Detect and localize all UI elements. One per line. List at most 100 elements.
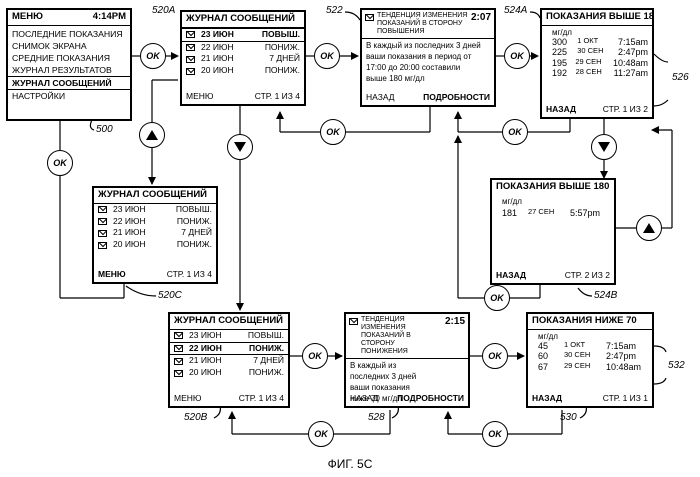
above-b-title: ПОКАЗАНИЯ ВЫШЕ 180 xyxy=(496,182,609,193)
log-c-menu-softkey[interactable]: МЕНЮ xyxy=(98,270,126,280)
log-a-row[interactable]: 23 ИЮН ПОВЫШ. xyxy=(182,28,304,42)
envelope-icon xyxy=(98,242,107,249)
menu-item-message-log[interactable]: ЖУРНАЛ СООБЩЕНИЙ xyxy=(8,76,130,90)
ok-button[interactable]: OK xyxy=(308,421,334,447)
ok-button[interactable]: OK xyxy=(482,343,508,369)
below-page-indicator: СТР. 1 ИЗ 1 xyxy=(603,394,648,404)
above-a-title: ПОКАЗАНИЯ ВЫШЕ 180 xyxy=(546,12,654,23)
menu-item-screenshot[interactable]: СНИМОК ЭКРАНА xyxy=(8,40,130,52)
above-a-back-softkey[interactable]: НАЗАД xyxy=(546,105,576,115)
log-a-row-status: 7 ДНЕЙ xyxy=(269,54,300,64)
log-c-row-status: ПОНИЖ. xyxy=(177,240,212,250)
trend-down-footer: НАЗАД ПОДРОБНОСТИ xyxy=(346,392,468,406)
log-a-row[interactable]: 20 ИЮН ПОНИЖ. xyxy=(182,65,304,77)
above-180-screen-a: ПОКАЗАНИЯ ВЫШЕ 180 мг/дл 300 1 ОКТ 7:15a… xyxy=(540,8,654,119)
down-arrow-button[interactable] xyxy=(591,134,617,160)
below-units: мг/дл xyxy=(528,330,652,341)
log-b-row-date: 21 ИЮН xyxy=(189,356,253,366)
log-a-row-date: 23 ИЮН xyxy=(201,30,262,40)
trend-up-footer: НАЗАД ПОДРОБНОСТИ xyxy=(362,91,494,105)
menu-item-average-readings[interactable]: СРЕДНИЕ ПОКАЗАНИЯ xyxy=(8,52,130,64)
ok-button[interactable]: OK xyxy=(140,43,166,69)
above-b-footer: НАЗАД СТР. 2 ИЗ 2 xyxy=(492,269,614,283)
reading-date: 27 СЕН xyxy=(528,208,570,218)
envelope-icon xyxy=(349,318,358,325)
ok-button[interactable]: OK xyxy=(302,343,328,369)
reading-time: 10:48am xyxy=(606,362,648,372)
ok-button[interactable]: OK xyxy=(320,119,346,145)
up-arrow-button[interactable] xyxy=(636,215,662,241)
main-menu-title: МЕНЮ xyxy=(12,12,43,23)
log-c-row-status: ПОНИЖ. xyxy=(177,217,212,227)
trend-up-screen: ТЕНДЕНЦИЯ ИЗМЕНЕНИЯ ПОКАЗАНИЙ В СТОРОНУ … xyxy=(360,8,496,107)
log-b-row[interactable]: 21 ИЮН 7 ДНЕЙ xyxy=(170,355,288,367)
log-c-row-date: 20 ИЮН xyxy=(113,240,177,250)
reading-time: 11:27am xyxy=(614,68,648,78)
log-c-row[interactable]: 21 ИЮН 7 ДНЕЙ xyxy=(94,227,216,239)
ok-button[interactable]: OK xyxy=(482,421,508,447)
ok-button[interactable]: OK xyxy=(484,285,510,311)
log-a-row-date: 21 ИЮН xyxy=(201,54,269,64)
figure-caption: ФИГ. 5С xyxy=(0,457,700,471)
trend-down-details-softkey[interactable]: ПОДРОБНОСТИ xyxy=(397,394,464,404)
log-a-row[interactable]: 21 ИЮН 7 ДНЕЙ xyxy=(182,53,304,65)
log-b-row[interactable]: 22 ИЮН ПОНИЖ. xyxy=(170,342,288,356)
menu-item-results-log[interactable]: ЖУРНАЛ РЕЗУЛЬТАТОВ xyxy=(8,64,130,76)
log-a-row[interactable]: 22 ИЮН ПОНИЖ. xyxy=(182,42,304,54)
log-a-menu-softkey[interactable]: МЕНЮ xyxy=(186,92,213,102)
menu-item-settings[interactable]: НАСТРОЙКИ xyxy=(8,90,130,102)
ok-button[interactable]: OK xyxy=(47,150,73,176)
envelope-icon xyxy=(186,44,195,51)
log-b-row-date: 22 ИЮН xyxy=(189,344,249,354)
reading-row: 67 29 СЕН 10:48am xyxy=(528,362,652,372)
log-a-row-status: ПОНИЖ. xyxy=(265,43,300,53)
message-log-screen-c: ЖУРНАЛ СООБЩЕНИЙ 23 ИЮН ПОВЫШ. 22 ИЮН ПО… xyxy=(92,186,218,284)
reading-row: 192 28 СЕН 11:27am xyxy=(542,68,652,78)
log-c-row[interactable]: 22 ИЮН ПОНИЖ. xyxy=(94,216,216,228)
log-a-title-bar: ЖУРНАЛ СООБЩЕНИЙ xyxy=(182,12,304,28)
log-b-title: ЖУРНАЛ СООБЩЕНИЙ xyxy=(174,316,283,327)
above-b-back-softkey[interactable]: НАЗАД xyxy=(496,271,526,281)
ok-button[interactable]: OK xyxy=(314,43,340,69)
envelope-icon xyxy=(98,218,107,225)
log-b-row[interactable]: 20 ИЮН ПОНИЖ. xyxy=(170,367,288,379)
down-arrow-button[interactable] xyxy=(227,134,253,160)
reading-value: 300 xyxy=(546,37,577,47)
trend-up-details-softkey[interactable]: ПОДРОБНОСТИ xyxy=(423,93,490,103)
log-b-menu-softkey[interactable]: МЕНЮ xyxy=(174,394,201,404)
trend-down-back-softkey[interactable]: НАЗАД xyxy=(350,394,379,404)
log-c-footer: МЕНЮ СТР. 1 ИЗ 4 xyxy=(94,268,216,282)
reading-value: 67 xyxy=(532,362,564,372)
reading-time: 10:48am xyxy=(613,58,648,68)
trend-down-line: последних 3 дней xyxy=(350,372,464,383)
below-title-bar: ПОКАЗАНИЯ НИЖЕ 70 xyxy=(528,314,652,330)
up-arrow-icon xyxy=(643,223,655,233)
above-b-title-bar: ПОКАЗАНИЯ ВЫШЕ 180 xyxy=(492,180,614,195)
below-back-softkey[interactable]: НАЗАД xyxy=(532,394,562,404)
reading-value: 45 xyxy=(532,341,564,351)
log-c-row[interactable]: 20 ИЮН ПОНИЖ. xyxy=(94,239,216,251)
trend-up-back-softkey[interactable]: НАЗАД xyxy=(366,93,395,103)
main-menu-screen: МЕНЮ 4:14PM ПОСЛЕДНИЕ ПОКАЗАНИЯ СНИМОК Э… xyxy=(6,8,132,121)
envelope-icon xyxy=(186,56,195,63)
ref-532: 532 xyxy=(668,360,685,371)
log-b-row-date: 23 ИЮН xyxy=(189,331,248,341)
ok-button[interactable]: OK xyxy=(502,119,528,145)
reading-time: 2:47pm xyxy=(618,47,648,57)
above-b-page-indicator: СТР. 2 ИЗ 2 xyxy=(565,271,610,281)
log-c-row[interactable]: 23 ИЮН ПОВЫШ. xyxy=(94,204,216,216)
trend-up-line: 17:00 до 20:00 составили xyxy=(366,63,490,74)
envelope-icon xyxy=(186,31,195,38)
menu-item-recent-readings[interactable]: ПОСЛЕДНИЕ ПОКАЗАНИЯ xyxy=(8,28,130,40)
down-arrow-icon xyxy=(598,142,610,152)
log-b-row-status: ПОНИЖ. xyxy=(249,368,284,378)
reading-value: 181 xyxy=(496,208,528,218)
log-a-page-indicator: СТР. 1 ИЗ 4 xyxy=(255,92,300,102)
reading-value: 225 xyxy=(546,47,577,57)
log-b-row[interactable]: 23 ИЮН ПОВЫШ. xyxy=(170,330,288,342)
ref-530: 530 xyxy=(560,412,577,423)
log-a-footer: МЕНЮ СТР. 1 ИЗ 4 xyxy=(182,90,304,104)
ok-button[interactable]: OK xyxy=(504,43,530,69)
trend-up-title: ТЕНДЕНЦИЯ ИЗМЕНЕНИЯ ПОКАЗАНИЙ В СТОРОНУ … xyxy=(377,12,469,36)
up-arrow-button[interactable] xyxy=(139,122,165,148)
